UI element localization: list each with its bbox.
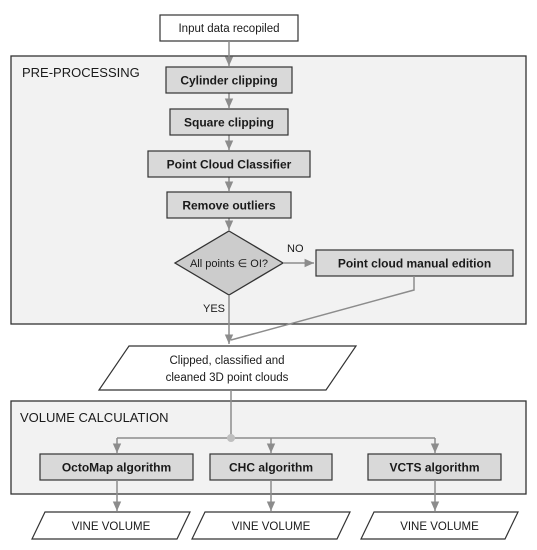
decision-label: All points ∈ OI? xyxy=(190,258,268,270)
split-junction xyxy=(227,434,235,442)
clipped-point-clouds-data xyxy=(97,345,358,391)
vcts-algorithm-label: VCTS algorithm xyxy=(389,461,479,475)
chc-algorithm-label: CHC algorithm xyxy=(229,461,313,475)
volume-section-label: VOLUME CALCULATION xyxy=(20,410,169,425)
input-node xyxy=(159,14,299,42)
vine-volume-output-3 xyxy=(360,511,519,540)
vine-volume-label-3: VINE VOLUME xyxy=(400,521,479,533)
chc-algorithm-box xyxy=(209,453,333,481)
remove-outliers-box xyxy=(166,191,292,219)
octomap-algorithm-label: OctoMap algorithm xyxy=(62,461,171,475)
preprocessing-section xyxy=(10,55,527,325)
input-node-label: Input data recopiled xyxy=(178,23,279,35)
vine-volume-label-1: VINE VOLUME xyxy=(72,521,151,533)
clipped-point-clouds-line2: cleaned 3D point clouds xyxy=(166,372,289,384)
edge-manual-merge xyxy=(230,276,415,341)
cylinder-clipping-label: Cylinder clipping xyxy=(180,74,277,88)
vcts-algorithm-box xyxy=(367,453,502,481)
cylinder-clipping-box xyxy=(165,66,293,94)
vine-volume-label-2: VINE VOLUME xyxy=(232,521,311,533)
vine-volume-output-2 xyxy=(191,511,351,540)
square-clipping-box xyxy=(169,108,289,136)
point-cloud-classifier-label: Point Cloud Classifier xyxy=(167,158,292,172)
manual-edition-label: Point cloud manual edition xyxy=(338,257,491,271)
vine-volume-output-1 xyxy=(31,511,191,540)
preprocessing-section-label: PRE-PROCESSING xyxy=(22,65,140,80)
remove-outliers-label: Remove outliers xyxy=(182,199,276,213)
no-label: NO xyxy=(287,243,304,255)
point-cloud-classifier-box xyxy=(147,150,311,178)
clipped-point-clouds-line1: Clipped, classified and xyxy=(169,355,284,367)
yes-label: YES xyxy=(203,303,225,315)
square-clipping-label: Square clipping xyxy=(184,116,274,130)
octomap-algorithm-box xyxy=(39,453,194,481)
